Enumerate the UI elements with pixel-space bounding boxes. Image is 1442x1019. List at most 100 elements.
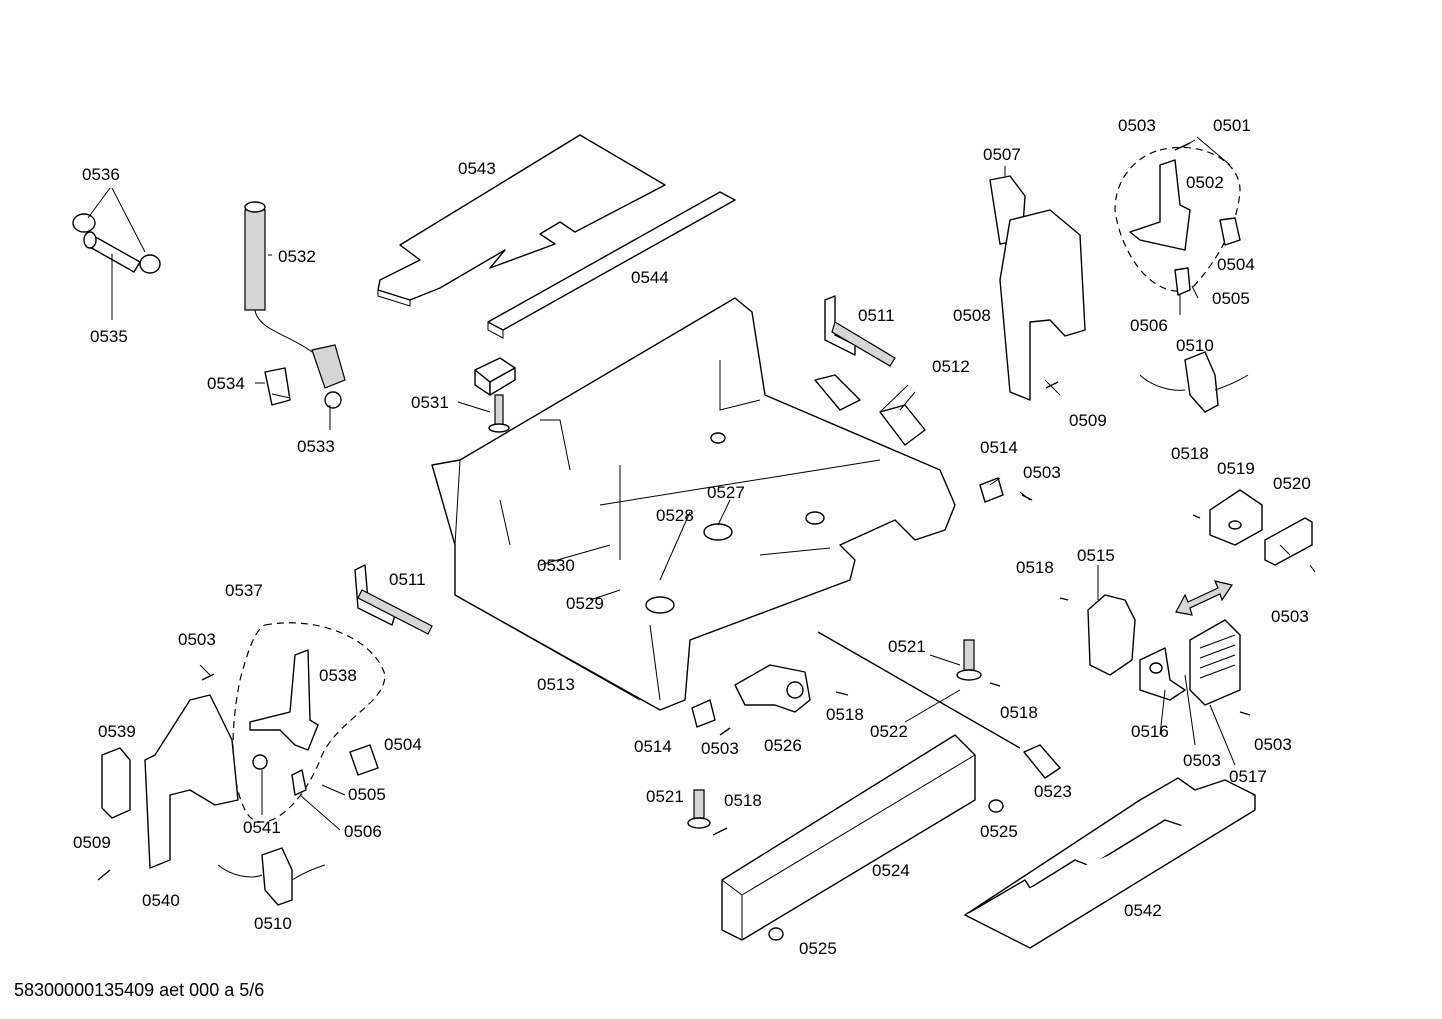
label-0528: 0528 [656, 506, 694, 525]
part-spring-0511-top [824, 295, 896, 367]
part-spring-0511-bottom [354, 564, 433, 635]
label-0529: 0529 [566, 594, 604, 613]
part-cap-0523 [1023, 744, 1061, 779]
part-clip-0504-bottom [349, 744, 379, 776]
label-0535: 0535 [90, 327, 128, 346]
label-0503-left: 0503 [178, 630, 216, 649]
label-0506-top: 0506 [1130, 316, 1168, 335]
part-hose-sleeve [72, 187, 161, 320]
label-0521-top: 0521 [888, 637, 926, 656]
part-bracket-0515 [1087, 594, 1136, 676]
label-0508: 0508 [953, 306, 991, 325]
part-rod-0522 [817, 631, 1021, 749]
part-strip-0544 [487, 191, 736, 339]
document-code: 58300000135409 aet 000 a 5/6 [14, 980, 265, 1000]
part-switch-0510-top [1139, 351, 1249, 413]
part-labels: 0536 0535 0532 0534 0533 0543 0544 0531 … [73, 116, 1311, 958]
label-0506-bottom: 0506 [344, 822, 382, 841]
part-switch-0531 [457, 357, 516, 433]
part-plate-0542 [964, 777, 1256, 949]
label-0519: 0519 [1217, 459, 1255, 478]
label-0518-right: 0518 [1000, 703, 1038, 722]
double-arrow-icon [1175, 580, 1233, 616]
part-group-0501 [1114, 136, 1241, 296]
label-0543: 0543 [458, 159, 496, 178]
label-0521-bottom: 0521 [646, 787, 684, 806]
label-0527: 0527 [707, 483, 745, 502]
label-0539: 0539 [98, 722, 136, 741]
label-0514-top: 0514 [980, 438, 1018, 457]
part-small-screws [201, 142, 1251, 736]
label-0524: 0524 [872, 861, 910, 880]
part-foot-0521-bottom [687, 789, 728, 836]
label-0501: 0501 [1213, 116, 1251, 135]
label-0530: 0530 [537, 556, 575, 575]
label-0509-top: 0509 [1069, 411, 1107, 430]
part-bracket-0540 [144, 664, 239, 869]
label-0503-bottom: 0503 [701, 739, 739, 758]
label-0511-bottom: 0511 [389, 570, 426, 589]
label-0516: 0516 [1131, 722, 1169, 741]
label-0525-bottom: 0525 [799, 939, 837, 958]
label-0515: 0515 [1077, 546, 1115, 565]
label-0503-mid: 0503 [1023, 463, 1061, 482]
part-switch-0510-bottom [217, 847, 326, 906]
label-0504-bottom: 0504 [384, 735, 422, 754]
part-cover-0520 [1264, 517, 1316, 573]
label-0518-top: 0518 [1171, 444, 1209, 463]
label-0517: 0517 [1229, 767, 1267, 786]
label-0538: 0538 [319, 666, 357, 685]
label-0544: 0544 [631, 268, 669, 287]
label-0503-module-a: 0503 [1183, 751, 1221, 770]
part-corrugated-hose [244, 201, 346, 409]
part-cover-0539 [101, 747, 131, 819]
label-0510-top: 0510 [1176, 336, 1214, 355]
part-base-tub-0513 [431, 297, 956, 711]
label-0511-top: 0511 [858, 306, 895, 325]
part-cover-plate-0543 [377, 134, 666, 307]
part-clip-0534 [255, 367, 291, 406]
label-0523: 0523 [1034, 782, 1072, 801]
part-bracket-0514-bottom [691, 699, 716, 728]
label-0542: 0542 [1124, 901, 1162, 920]
label-0537: 0537 [225, 581, 263, 600]
part-valve-0526 [734, 664, 811, 713]
label-0532: 0532 [278, 247, 316, 266]
part-screw-0509-bottom [97, 869, 111, 881]
label-0526: 0526 [764, 736, 802, 755]
label-0510-bottom: 0510 [254, 914, 292, 933]
label-0503-right: 0503 [1271, 607, 1309, 626]
part-kickplate-0524 [721, 734, 976, 941]
label-0518-bottom: 0518 [724, 791, 762, 810]
label-0541: 0541 [243, 818, 281, 837]
label-0512: 0512 [932, 357, 970, 376]
part-plate-0516 [1139, 647, 1186, 701]
leader-lines [261, 285, 1291, 831]
label-0502: 0502 [1186, 173, 1224, 192]
label-0505-bottom: 0505 [348, 785, 386, 804]
part-connectors-0512 [814, 374, 926, 446]
part-group-0537 [232, 622, 386, 823]
label-0531: 0531 [411, 393, 449, 412]
label-0503-module-b: 0503 [1254, 735, 1292, 754]
label-0507: 0507 [983, 145, 1021, 164]
part-screw-0525-a [988, 799, 1004, 813]
part-bracket-0508 [999, 209, 1086, 401]
label-0504-top: 0504 [1217, 255, 1255, 274]
label-0513: 0513 [537, 675, 575, 694]
label-0536: 0536 [82, 165, 120, 184]
part-box-0519 [1209, 489, 1263, 546]
label-0505-top: 0505 [1212, 289, 1250, 308]
label-0522: 0522 [870, 722, 908, 741]
part-foot-0521 [956, 639, 982, 681]
part-screw-0525-b [768, 927, 784, 941]
label-0514-bottom: 0514 [634, 737, 672, 756]
label-0518-mid: 0518 [1016, 558, 1054, 577]
label-0534: 0534 [207, 374, 245, 393]
label-0533: 0533 [297, 437, 335, 456]
label-0520: 0520 [1273, 474, 1311, 493]
label-0509-bottom: 0509 [73, 833, 111, 852]
label-0518-valve: 0518 [826, 705, 864, 724]
part-module-0517 [1189, 619, 1241, 706]
